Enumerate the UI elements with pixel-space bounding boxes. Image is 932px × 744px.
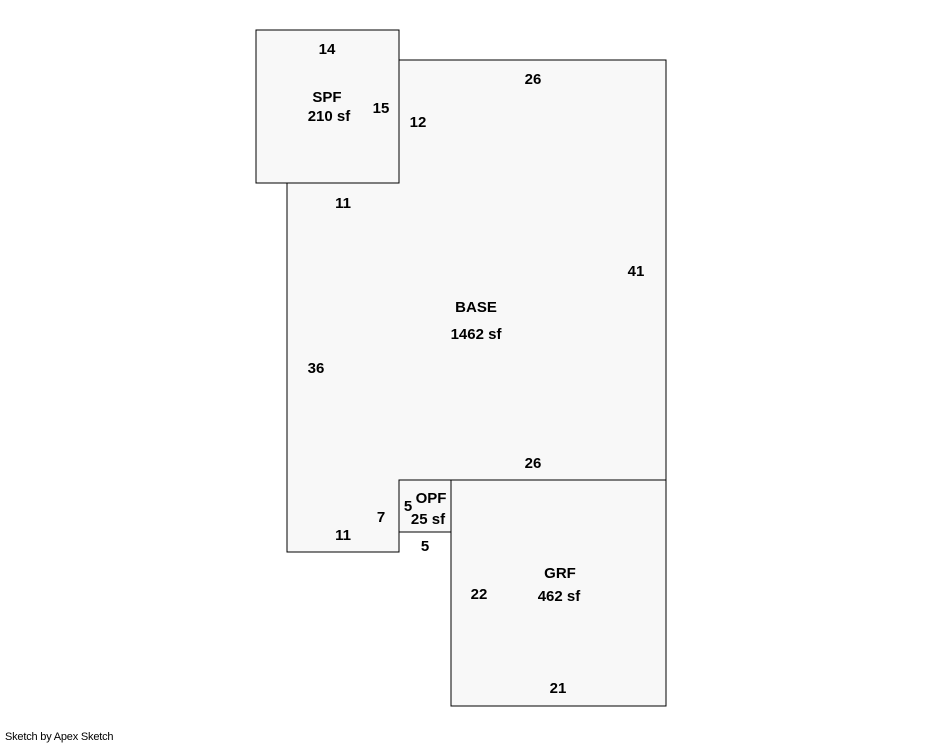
- dimension-opf-bottom: 5: [421, 538, 429, 555]
- dimension-base-top: 26: [525, 71, 542, 88]
- dimension-base-left: 36: [308, 360, 325, 377]
- grf-area-size: 462 sf: [538, 588, 582, 605]
- sketch-credit: Sketch by Apex Sketch: [5, 731, 114, 743]
- spf-area-size: 210 sf: [308, 108, 352, 125]
- dimension-base-right: 41: [628, 263, 645, 280]
- opf-area-name: OPF: [416, 490, 447, 507]
- dimension-grf-bottom: 21: [550, 680, 567, 697]
- dimension-base-notch-side: 7: [377, 509, 385, 526]
- opf-area-size: 25 sf: [411, 511, 446, 528]
- spf-area-shape: [255, 29, 400, 184]
- dimension-base-bottom: 11: [335, 527, 351, 544]
- base-area-size: 1462 sf: [451, 326, 503, 343]
- dimension-opf-side: 5: [404, 498, 412, 515]
- opf-area-shape: [398, 479, 452, 533]
- grf-area-shape: [450, 479, 667, 707]
- dimension-base-inner-bottom: 26: [525, 455, 542, 472]
- dimension-spf-top: 14: [319, 41, 336, 58]
- dimension-spf-right: 15: [373, 100, 390, 117]
- spf-area-name: SPF: [312, 89, 341, 106]
- base-area-name: BASE: [455, 299, 497, 316]
- grf-area-name: GRF: [544, 565, 576, 582]
- dimension-base-upper-left: 12: [410, 114, 427, 131]
- dimension-spf-bottom: 11: [335, 195, 351, 212]
- dimension-grf-left: 22: [471, 586, 488, 603]
